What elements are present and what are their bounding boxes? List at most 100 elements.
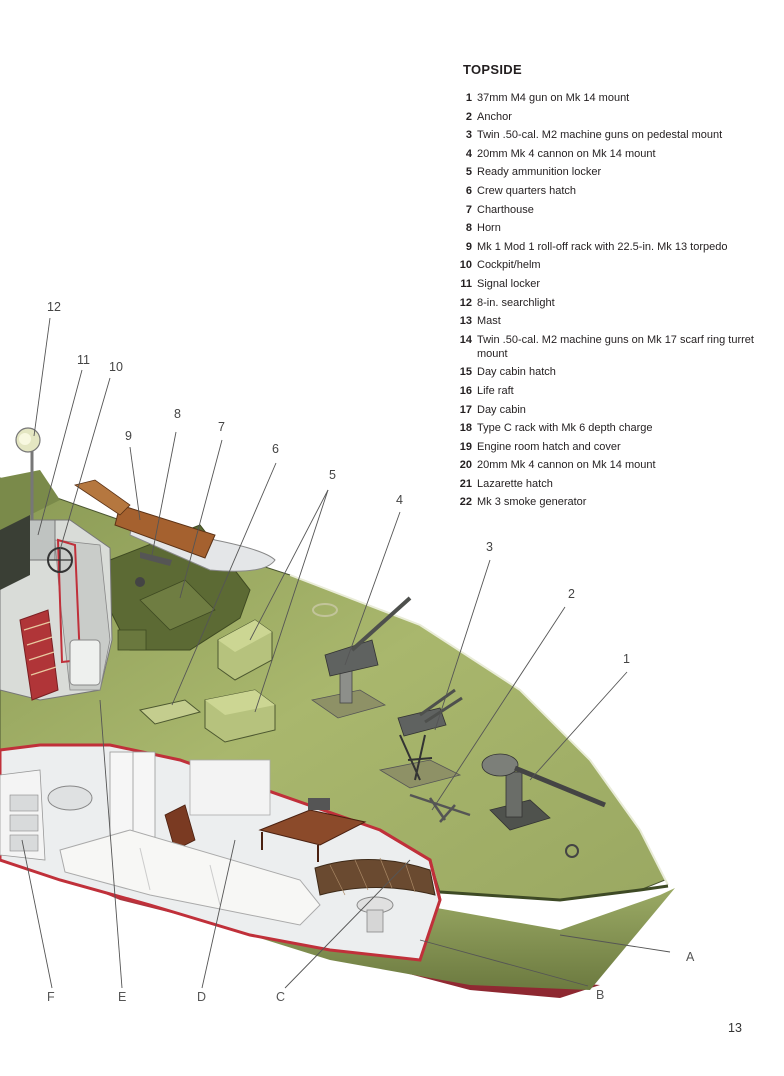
legend-item-text: Mk 3 smoke generator bbox=[477, 496, 587, 509]
legend-item-text: 37mm M4 gun on Mk 14 mount bbox=[477, 92, 630, 104]
legend-item-text: Type C rack with Mk 6 depth charge bbox=[477, 422, 653, 435]
legend-item-text: 20mm Mk 4 cannon on Mk 14 mount bbox=[477, 459, 656, 472]
callout-B: B bbox=[596, 988, 604, 1002]
legend-item-text: Lazarette hatch bbox=[477, 477, 553, 490]
legend-item-number: 15 bbox=[459, 366, 472, 379]
callout-5: 5 bbox=[329, 468, 336, 482]
callout-10: 10 bbox=[109, 360, 123, 374]
callout-leaders-numbers bbox=[33, 317, 628, 811]
legend-item-number: 1 bbox=[465, 92, 472, 104]
page-number: 13 bbox=[728, 1021, 742, 1035]
callout-leaders-letters bbox=[21, 699, 671, 989]
legend-item: 8 Horn bbox=[452, 221, 772, 235]
legend-item-number: 2 bbox=[465, 110, 472, 123]
legend-item: 11 Signal locker bbox=[452, 277, 772, 291]
legend-item: 4 20mm Mk 4 cannon on Mk 14 mount bbox=[452, 147, 772, 161]
callout-F: F bbox=[47, 990, 55, 1004]
legend-item-number: 11 bbox=[460, 277, 472, 290]
legend-item: 13 Mast bbox=[452, 314, 772, 328]
legend-item: 3 Twin .50-cal. M2 machine guns on pedest… bbox=[452, 128, 772, 142]
callout-12: 12 bbox=[47, 300, 61, 314]
callout-C: C bbox=[276, 990, 285, 1004]
legend-item-text: Crew quarters hatch bbox=[477, 184, 577, 197]
legend-item-text: Mast bbox=[477, 315, 501, 328]
callout-D: D bbox=[197, 990, 206, 1004]
legend-item-number: 13 bbox=[459, 315, 472, 328]
legend-item-number: 20 bbox=[459, 459, 472, 472]
legend-item-number: 18 bbox=[459, 422, 472, 435]
life-raft bbox=[314, 858, 436, 896]
legend-item: 7 Charthouse bbox=[452, 203, 772, 217]
legend-item-text: Engine room hatch and cover bbox=[477, 440, 621, 453]
settee bbox=[59, 829, 321, 926]
legend-item-text: 8-in. searchlight bbox=[477, 296, 555, 309]
legend-item-number: 4 bbox=[465, 147, 472, 160]
legend-item-text: Day cabin bbox=[477, 403, 526, 416]
legend-item: 9 Mk 1 Mod 1 roll-off rack with 22.5-in. … bbox=[452, 240, 772, 254]
wardroom-table bbox=[258, 809, 367, 846]
deck-rim bbox=[289, 574, 669, 886]
crew-quarters-hatch bbox=[138, 699, 202, 725]
cannon-20mm bbox=[311, 596, 412, 719]
legend-item: 10 Cockpit/helm bbox=[452, 258, 772, 272]
legend-item: 6 Crew quarters hatch bbox=[452, 184, 772, 198]
callout-8: 8 bbox=[174, 407, 181, 421]
legend-item: 5 Ready ammunition locker bbox=[452, 165, 772, 179]
legend-item-text: Ready ammunition locker bbox=[477, 166, 602, 179]
legend-item-number: 12 bbox=[459, 296, 472, 309]
legend-item-number: 7 bbox=[465, 203, 472, 216]
legend-item-number: 14 bbox=[459, 333, 472, 346]
legend-item-text: Horn bbox=[477, 222, 501, 235]
legend-item-number: 8 bbox=[465, 222, 472, 235]
legend-item-text: Anchor bbox=[477, 110, 512, 123]
legend-item-number: 6 bbox=[465, 184, 472, 197]
anchor bbox=[409, 793, 471, 823]
legend-item-number: 3 bbox=[465, 129, 472, 142]
legend-item-number: 9 bbox=[465, 240, 472, 253]
horn bbox=[140, 552, 172, 566]
legend-item-text: 20mm Mk 4 cannon on Mk 14 mount bbox=[477, 147, 656, 160]
legend-item-number: 10 bbox=[459, 259, 472, 272]
legend-item: 21 Lazarette hatch bbox=[452, 477, 772, 491]
legend-item: 19 Engine room hatch and cover bbox=[452, 440, 772, 454]
legend-item-text: Cockpit/helm bbox=[477, 259, 541, 272]
callout-6: 6 bbox=[272, 442, 279, 456]
legend-item-text: Charthouse bbox=[477, 203, 534, 216]
legend-item-number: 22 bbox=[459, 496, 472, 509]
callout-4: 4 bbox=[396, 493, 403, 507]
legend-item: 15 Day cabin hatch bbox=[452, 365, 772, 379]
legend-item-text: Twin .50-cal. M2 machine guns on pedesta… bbox=[477, 129, 723, 142]
legend-item-number: 5 bbox=[465, 166, 472, 179]
gun-37mm bbox=[481, 753, 606, 831]
legend-item: 18 Type C rack with Mk 6 depth charge bbox=[452, 421, 772, 435]
legend-item-number: 21 bbox=[459, 477, 472, 490]
callout-A: A bbox=[686, 950, 695, 964]
legend-item-text: Life raft bbox=[477, 384, 514, 397]
legend-item: 2 Anchor bbox=[452, 110, 772, 124]
legend-item-number: 16 bbox=[459, 384, 472, 397]
callout-2: 2 bbox=[568, 587, 575, 601]
legend-item: 22 Mk 3 smoke generator bbox=[452, 495, 772, 509]
callout-9: 9 bbox=[125, 429, 132, 443]
callout-7: 7 bbox=[218, 420, 225, 434]
legend-item-text: Twin .50-cal. M2 machine guns on Mk 17 s… bbox=[477, 333, 754, 360]
legend-item-number: 17 bbox=[459, 403, 472, 416]
callout-E: E bbox=[118, 990, 126, 1004]
legend-item: 17 Day cabin bbox=[452, 403, 772, 417]
twin-50cal-pedestal bbox=[378, 688, 463, 789]
legend-item: 20 20mm Mk 4 cannon on Mk 14 mount bbox=[452, 458, 772, 472]
legend-item-text: Day cabin hatch bbox=[477, 366, 556, 379]
legend-item-text: Mk 1 Mod 1 roll-off rack with 22.5-in. M… bbox=[477, 240, 728, 253]
legend-item: 14 Twin .50-cal. M2 machine guns on Mk 17… bbox=[452, 333, 772, 361]
callout-3: 3 bbox=[486, 540, 493, 554]
legend-title: TOPSIDE bbox=[463, 62, 522, 77]
legend-item: 1 37mm M4 gun on Mk 14 mount bbox=[452, 91, 772, 105]
legend-item-text: Signal locker bbox=[477, 277, 540, 290]
topside-legend: TOPSIDE 1 37mm M4 gun on Mk 14 mount 2 Anch… bbox=[452, 62, 772, 514]
callout-11: 11 bbox=[77, 353, 90, 367]
legend-item-number: 19 bbox=[459, 440, 472, 453]
callout-1: 1 bbox=[623, 652, 630, 666]
legend-item: 16 Life raft bbox=[452, 384, 772, 398]
